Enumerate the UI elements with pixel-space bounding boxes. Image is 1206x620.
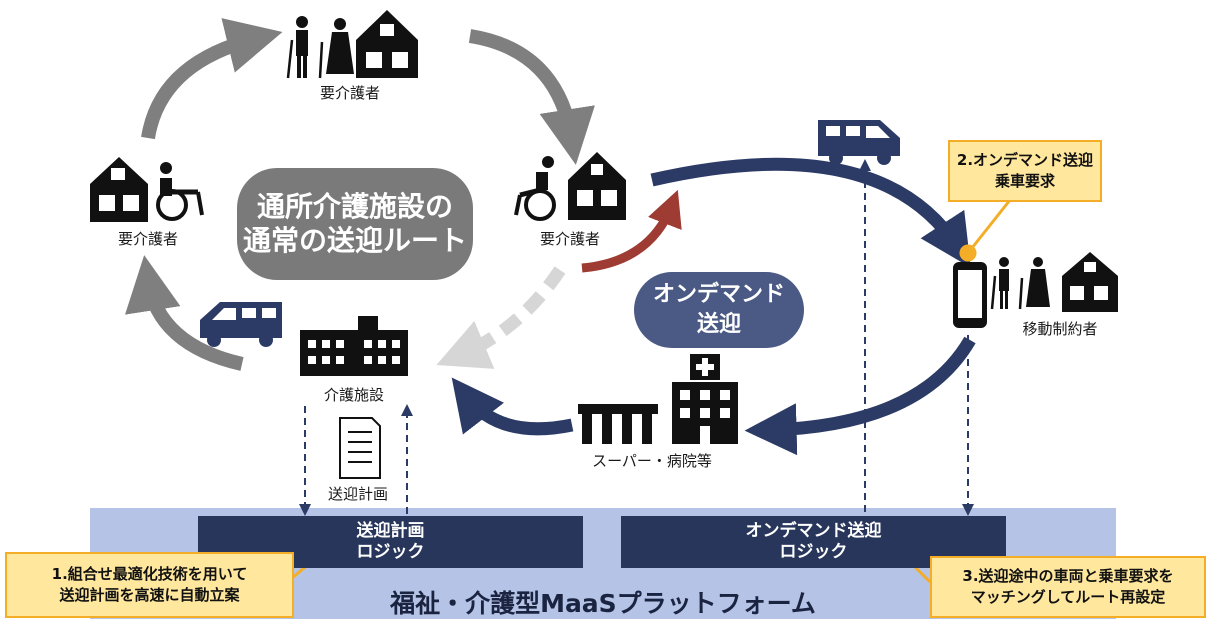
care-recipient-label: 要介護者 xyxy=(117,230,179,248)
wheelchair-icon xyxy=(156,162,204,221)
branch-red-arrow xyxy=(581,189,682,273)
supermarket-hospital-label: スーパー・病院等 xyxy=(592,452,712,470)
regular-route-line2: 通常の送迎ルート xyxy=(242,224,467,257)
callout-2-line2: 乗車要求 xyxy=(994,172,1055,190)
regular-route-pill: 通所介護施設の 通常の送迎ルート xyxy=(237,168,473,280)
elderly-couple-icon xyxy=(286,16,354,79)
return-dashed-arrow xyxy=(436,266,566,369)
dashed-data-links xyxy=(299,159,974,516)
callout-1-line2: 送迎計画を高速に自動立案 xyxy=(59,586,240,604)
house-icon xyxy=(568,152,626,220)
facility-building-icon xyxy=(300,316,408,376)
callout-3-line1: 3.送迎途中の車両と乗車要求を xyxy=(962,567,1174,585)
hospital-icon xyxy=(672,354,738,444)
regular-route-arrows xyxy=(125,18,595,371)
on-demand-pill: オンデマンド 送迎 xyxy=(634,272,804,348)
callout-optimization: 1.組合せ最適化技術を用いて 送迎計画を高速に自動立案 xyxy=(5,552,294,618)
care-recipient-label: 要介護者 xyxy=(319,84,381,102)
pickup-plan-doc-label: 送迎計画 xyxy=(327,485,389,503)
care-facility-label: 介護施設 xyxy=(323,386,385,404)
logic-left-line1: 送迎計画 xyxy=(356,521,425,541)
store-icon xyxy=(578,404,658,444)
van-icon xyxy=(818,120,900,165)
regular-route-line1: 通所介護施設の xyxy=(256,190,453,223)
logic-right-line2: ロジック xyxy=(779,542,848,562)
care-recipient-label: 要介護者 xyxy=(539,230,601,248)
house-icon xyxy=(1062,252,1118,312)
logic-left-line2: ロジック xyxy=(356,542,425,562)
elderly-couple-icon xyxy=(990,257,1050,310)
house-icon xyxy=(90,157,148,222)
logic-right-line1: オンデマンド送迎 xyxy=(745,521,882,541)
smartphone-icon xyxy=(953,262,987,328)
on-demand-line2: 送迎 xyxy=(696,312,741,337)
house-icon xyxy=(356,10,418,78)
callout-3-line2: マッチングしてルート再設定 xyxy=(970,588,1166,606)
callout-on-demand-request: 2.オンデマンド送迎 乗車要求 xyxy=(948,140,1102,202)
callout-1-line1: 1.組合せ最適化技術を用いて xyxy=(51,565,248,583)
on-demand-line1: オンデマンド xyxy=(652,282,785,307)
mobility-restricted-label: 移動制約者 xyxy=(1022,320,1098,338)
document-icon xyxy=(339,417,381,479)
van-icon xyxy=(200,302,282,347)
wheelchair-icon xyxy=(514,156,556,221)
platform-title: 福祉・介護型MaaSプラットフォーム xyxy=(390,589,816,618)
callout-matching: 3.送迎途中の車両と乗車要求を マッチングしてルート再設定 xyxy=(930,556,1206,618)
on-demand-route-arrows xyxy=(451,157,976,456)
callout-2-line1: 2.オンデマンド送迎 xyxy=(956,151,1094,169)
